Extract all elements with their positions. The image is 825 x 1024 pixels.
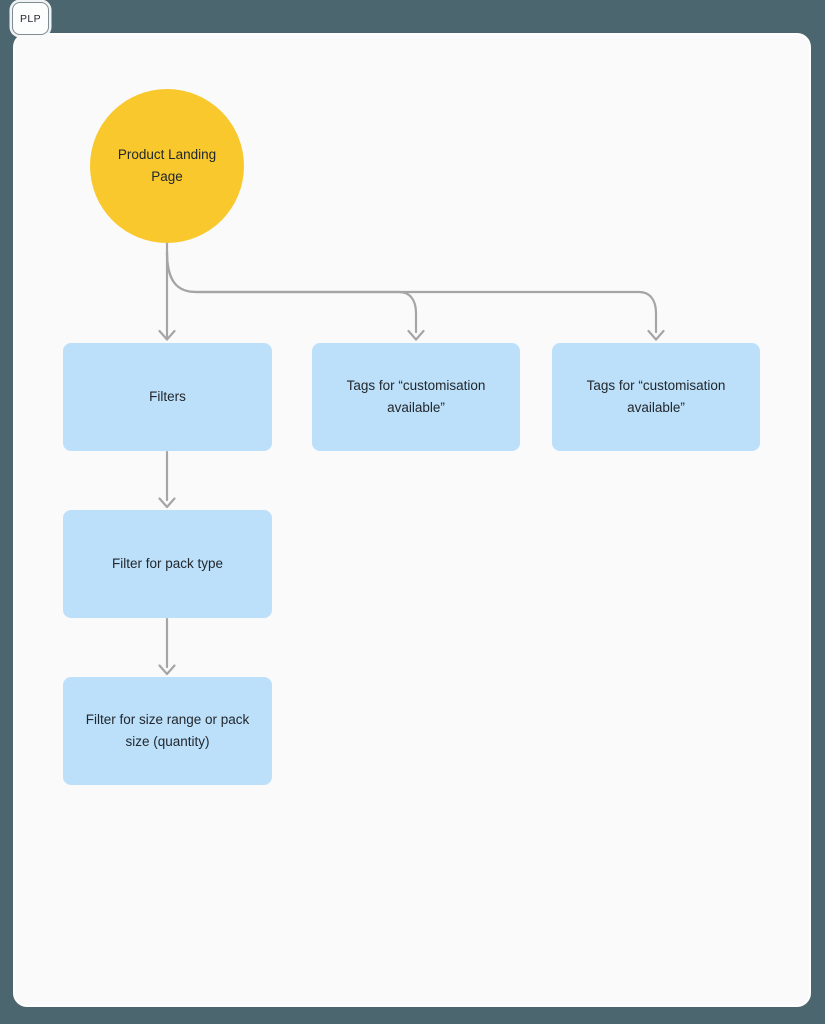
node-label: Tags for “customisation available” (586, 378, 726, 415)
node-label: Tags for “customisation available” (346, 378, 486, 415)
node-filter-size-range[interactable]: Filter for size range or pack size (quan… (63, 677, 272, 785)
node-product-landing-page[interactable]: Product Landing Page (90, 89, 244, 243)
node-label: Filter for size range or pack size (quan… (85, 712, 250, 749)
node-filters[interactable]: Filters (63, 343, 272, 451)
node-tags-customisation-available-2[interactable]: Tags for “customisation available” (552, 343, 760, 451)
frame-tab[interactable]: PLP (12, 2, 49, 35)
node-label: Filters (149, 389, 186, 404)
node-label: Product Landing Page (117, 147, 217, 184)
node-tags-customisation-available-1[interactable]: Tags for “customisation available” (312, 343, 520, 451)
node-filter-pack-type[interactable]: Filter for pack type (63, 510, 272, 618)
node-label: Filter for pack type (111, 556, 224, 571)
frame-tab-label: PLP (19, 12, 42, 25)
